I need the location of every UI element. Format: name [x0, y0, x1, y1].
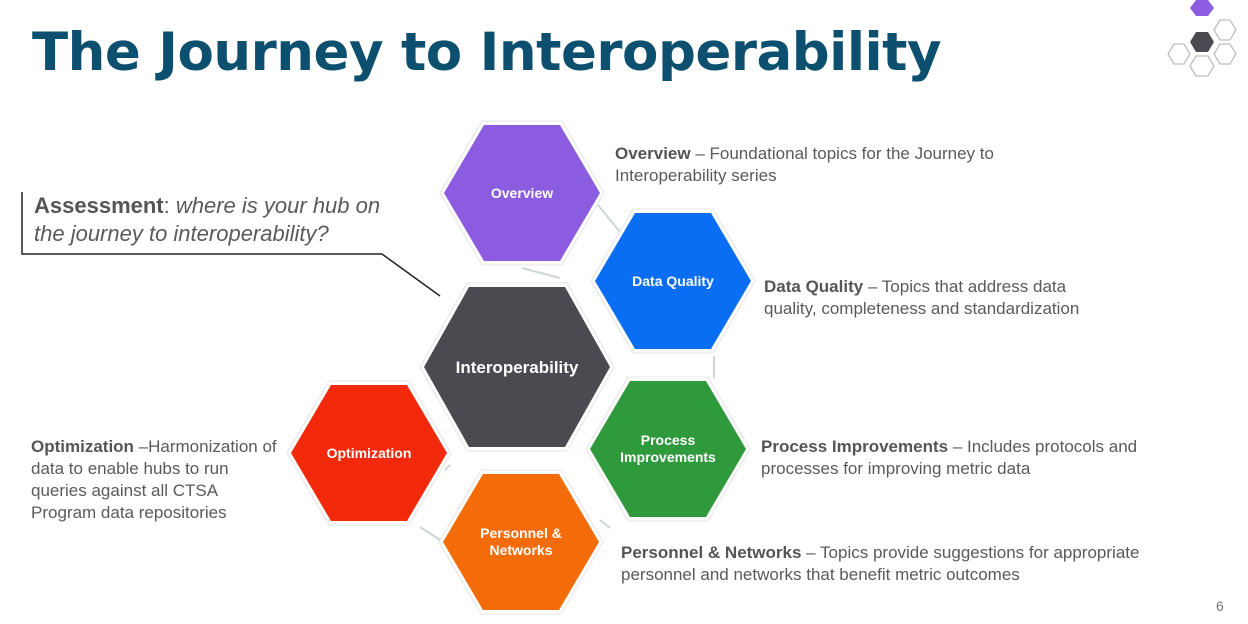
hex-interoperability-label: Interoperability: [456, 358, 579, 377]
hex-personnel-networks-shape: [443, 474, 599, 610]
hex-overview-label: Overview: [491, 185, 553, 201]
desc-overview-term: Overview: [615, 144, 691, 163]
desc-data-quality-term: Data Quality: [764, 277, 864, 296]
assessment-term: Assessment: [34, 193, 164, 218]
desc-overview-text: – Foundational topics for the Journey to…: [615, 144, 994, 185]
hex-overview-shape: [444, 125, 600, 261]
hex-optimization-shape: [291, 385, 447, 521]
page-number: 6: [1216, 598, 1224, 614]
hexagon-logo-icon: [1167, 0, 1237, 77]
desc-data-quality-text: – Topics that address data quality, comp…: [764, 277, 1080, 318]
hex-optimization: Optimization: [286, 380, 452, 526]
desc-personnel-term: Personnel & Networks: [621, 543, 802, 562]
hex-personnel-networks: Personnel & Networks: [438, 469, 604, 615]
hex-data-quality: Data Quality: [590, 208, 756, 354]
hex-interoperability-shape: [424, 287, 610, 447]
assessment-callout: Assessment: where is your hub on the jou…: [34, 192, 394, 248]
desc-process-improvements: Process Improvements – Includes protocol…: [761, 436, 1171, 480]
assessment-question: where is your hub on the journey to inte…: [34, 193, 381, 246]
hex-process-improvements-label-line2: Improvements: [620, 449, 716, 465]
hex-interoperability: Interoperability: [419, 282, 615, 452]
slide-title: The Journey to Interoperability: [32, 22, 942, 83]
assessment-separator: :: [163, 193, 176, 218]
desc-optimization: Optimization –Harmonization of data to e…: [31, 436, 281, 524]
hex-process-improvements: Process Improvements: [585, 376, 751, 522]
assessment-callout-line: [21, 192, 441, 297]
desc-personnel-networks: Personnel & Networks – Topics provide su…: [621, 542, 1181, 586]
hex-data-quality-shape: [595, 213, 751, 349]
hex-overview: Overview: [439, 120, 605, 266]
desc-overview: Overview – Foundational topics for the J…: [615, 143, 1035, 187]
hex-process-improvements-label-line1: Process: [641, 432, 696, 448]
hex-data-quality-label: Data Quality: [632, 273, 714, 289]
desc-optimization-term: Optimization: [31, 437, 134, 456]
desc-personnel-text: – Topics provide suggestions for appropr…: [621, 543, 1140, 584]
hex-process-improvements-shape: [590, 381, 746, 517]
hex-personnel-networks-label-line1: Personnel &: [480, 525, 562, 541]
desc-data-quality: Data Quality – Topics that address data …: [764, 276, 1114, 320]
desc-optimization-text: –Harmonization of data to enable hubs to…: [31, 437, 277, 522]
hex-optimization-label: Optimization: [327, 445, 412, 461]
hex-personnel-networks-label-line2: Networks: [489, 542, 552, 558]
desc-process-term: Process Improvements: [761, 437, 949, 456]
desc-process-text: – Includes protocols and processes for i…: [761, 437, 1138, 478]
